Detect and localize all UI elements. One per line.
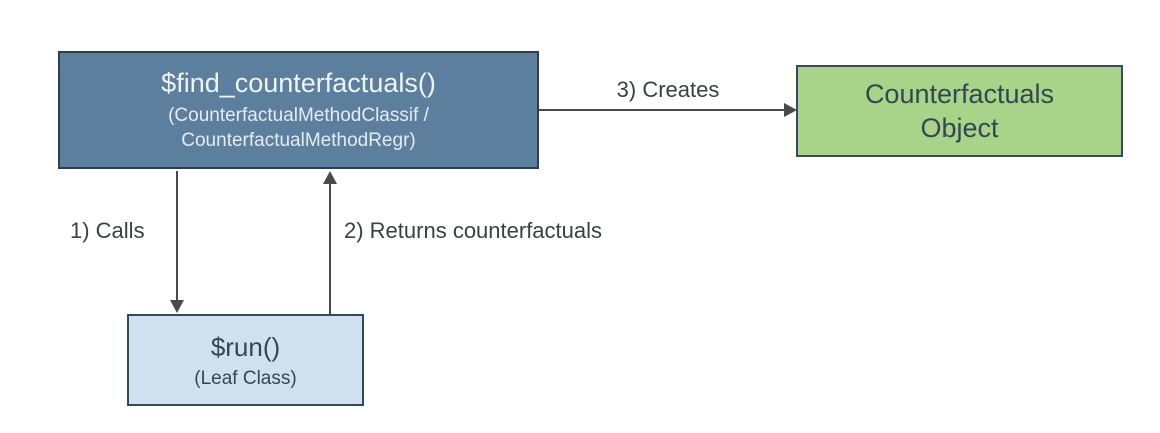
run-subtitle: (Leaf Class) [194,367,297,389]
counterfactuals-object-title-line1: Counterfactuals [864,79,1055,109]
counterfactuals-object-title-line2: Object [920,113,999,143]
find-counterfactuals-title: $find_counterfactuals() [161,68,436,98]
edge-creates-line [539,109,787,111]
find-counterfactuals-subtitle-line2: CounterfactualMethodRegr) [181,130,416,151]
run-title: $run() [210,331,281,362]
arrowhead-right-icon [784,103,797,117]
arrowhead-down-icon [170,300,184,313]
node-run: $run() (Leaf Class) [127,314,364,406]
edge-calls-label: 1) Calls [70,218,145,243]
edge-creates-label: 3) Creates [616,77,720,102]
edge-calls-line [176,171,178,302]
edge-returns-label: 2) Returns counterfactuals [344,218,603,243]
node-counterfactuals-object: Counterfactuals Object [796,65,1123,157]
arrowhead-up-icon [323,171,337,184]
node-find-counterfactuals: $find_counterfactuals() (CounterfactualM… [58,51,539,169]
find-counterfactuals-subtitle-line1: (CounterfactualMethodClassif / [168,105,429,126]
edge-returns-line [329,182,331,314]
